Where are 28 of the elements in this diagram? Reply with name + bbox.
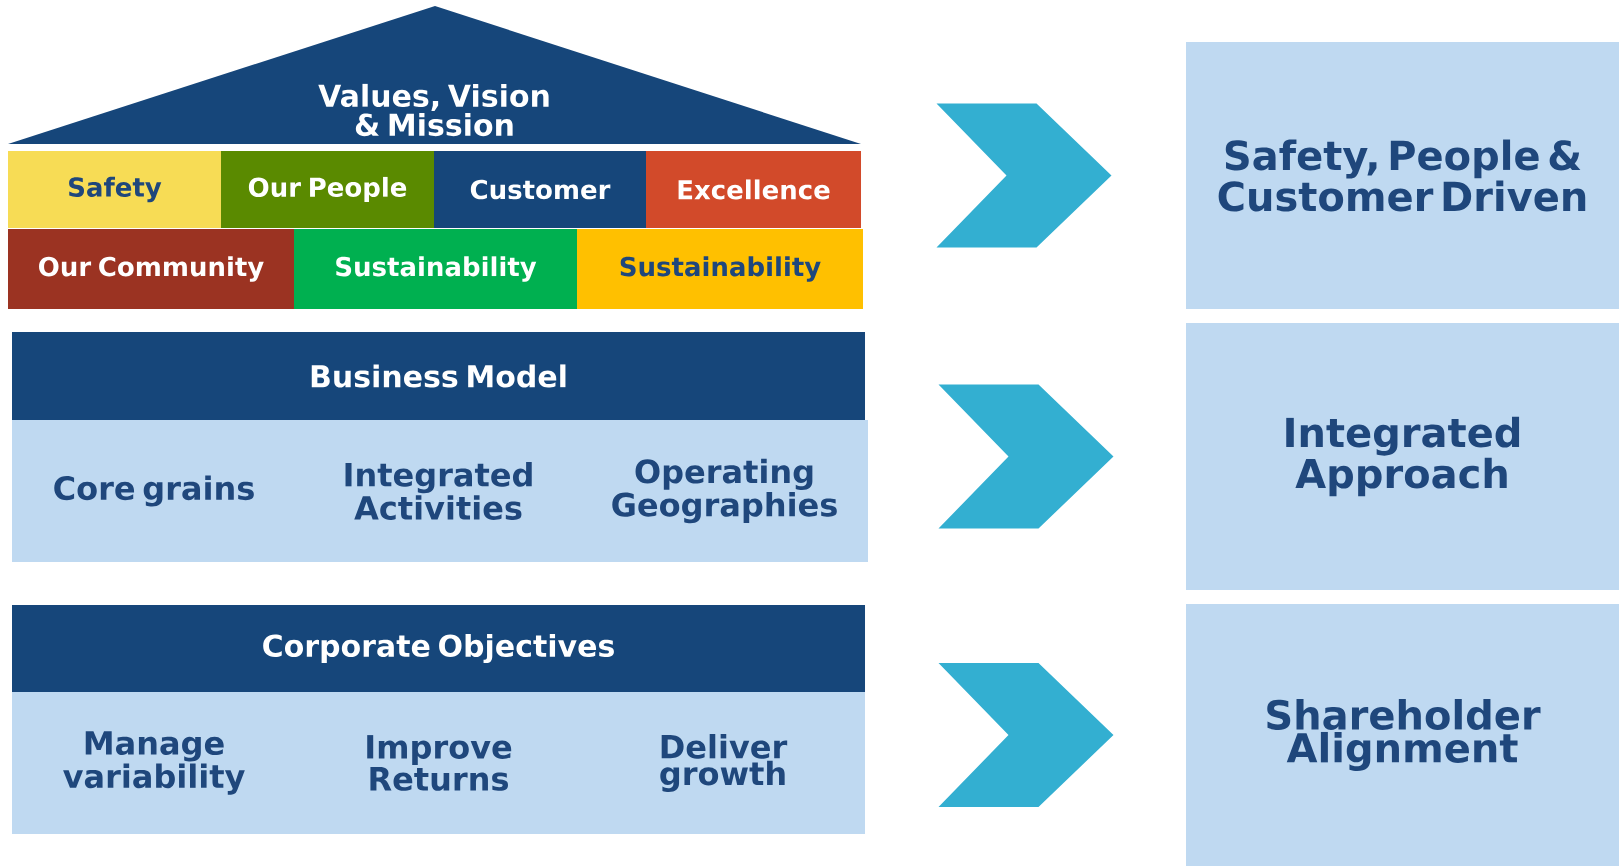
value-box: Safety — [8, 151, 221, 228]
node-label: Manage variability — [63, 731, 245, 795]
outcome-box: Shareholder Alignment — [1186, 604, 1619, 866]
category-box: Improve Returns — [296, 692, 581, 834]
category-box: Core grains — [12, 420, 296, 562]
chevron-arrow — [938, 663, 1114, 807]
value-box: Sustainability — [294, 229, 577, 309]
outcome-box: Safety, People & Customer Driven — [1186, 42, 1619, 309]
category-box: Manage variability — [12, 692, 296, 834]
category-box: Integrated Activities — [296, 420, 581, 562]
value-box: Our Community — [8, 229, 294, 309]
value-box: Customer — [434, 151, 646, 228]
value-box: Excellence — [646, 151, 861, 228]
category-box: Deliver growth — [581, 692, 865, 834]
node-label: Operating Geographies — [612, 458, 837, 524]
roof-triangle: Values, Vision & Mission — [8, 6, 861, 144]
value-box: Our People — [221, 151, 434, 228]
node-label: Deliver growth — [660, 734, 788, 792]
node-label: Improve Returns — [367, 735, 512, 791]
outcome-box: Integrated Approach — [1186, 323, 1619, 590]
node-label: Core grains — [54, 475, 254, 507]
node-label: Integrated Activities — [345, 462, 532, 520]
chevron-arrow — [938, 384, 1114, 529]
section-header: Corporate Objectives — [12, 605, 865, 692]
category-box: Operating Geographies — [581, 420, 868, 562]
chevron-arrow — [936, 103, 1112, 248]
value-box: Sustainability — [577, 229, 863, 309]
section-header: Business Model — [12, 332, 865, 420]
